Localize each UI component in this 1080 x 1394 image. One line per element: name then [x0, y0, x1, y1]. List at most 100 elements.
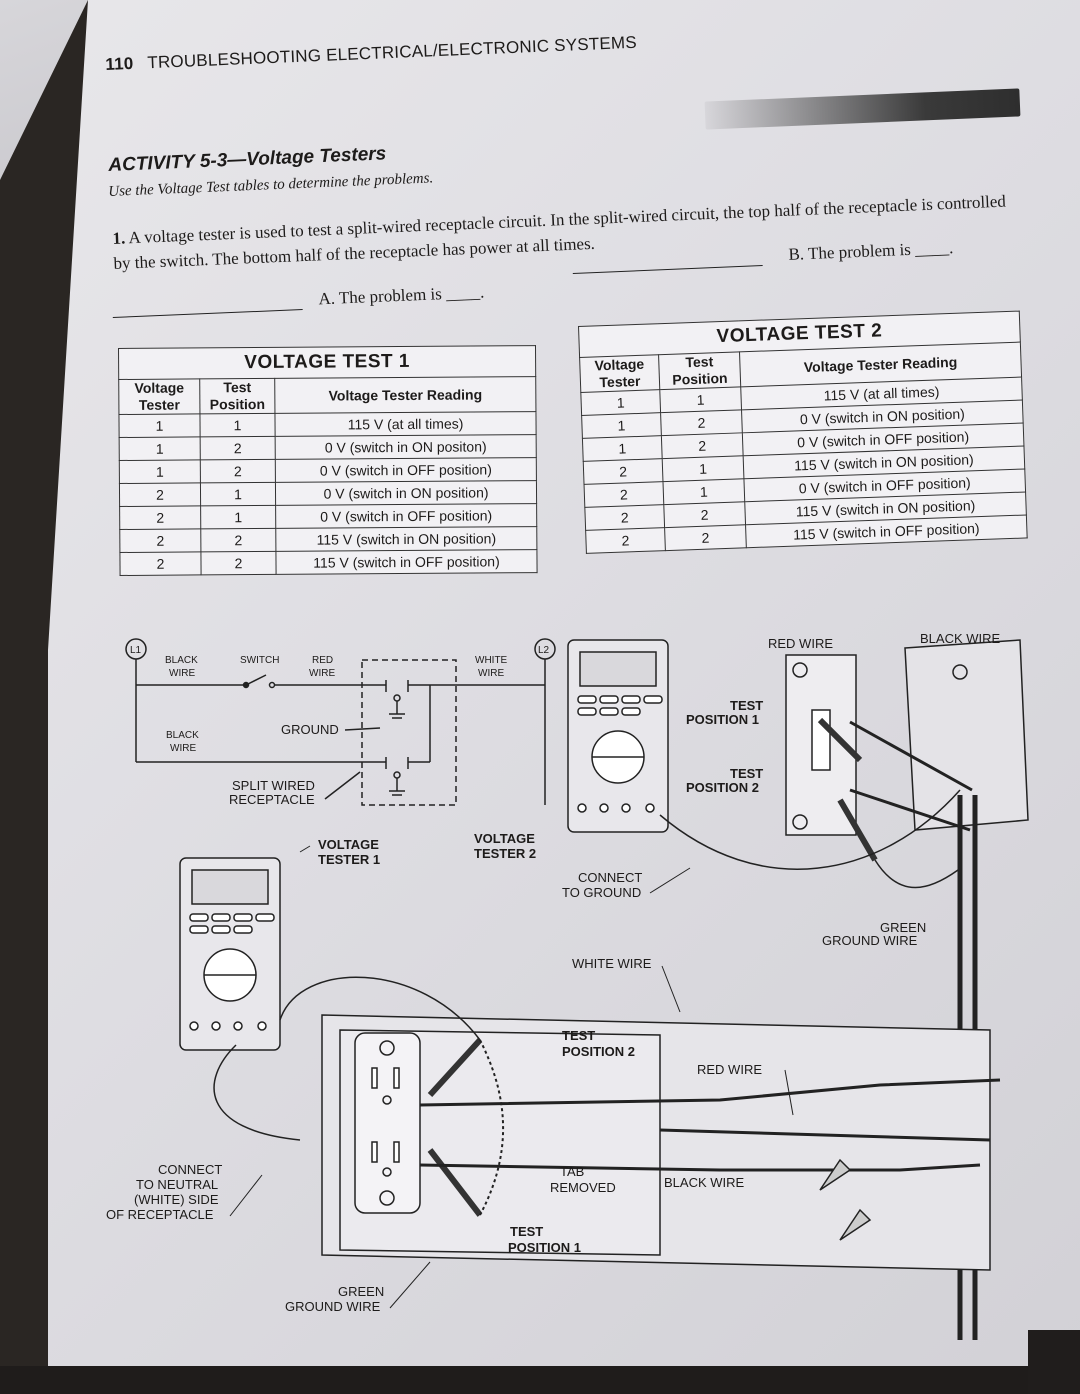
voltage-tester-1-meter: [179, 857, 281, 1051]
l2-label: L2: [538, 645, 550, 656]
white-wire-label: WHITE WIRE: [572, 956, 652, 971]
table-cell: 1: [662, 478, 745, 505]
split-wired-label: SPLIT WIRED: [232, 778, 315, 793]
table-cell: 0 V (switch in ON positon): [275, 434, 537, 460]
split-leader: [324, 771, 361, 800]
black-wire-bottom-label: BLACK: [166, 730, 199, 741]
table-cell: 115 V (switch in OFF position): [275, 549, 538, 575]
tab-removed-label: REMOVED: [550, 1180, 616, 1195]
table-cell: 2: [660, 409, 743, 436]
table-cell: 0 V (switch in OFF position): [275, 503, 537, 529]
green-ground-wire-right-label: GROUND WIRE: [822, 933, 918, 948]
table-cell: 2: [584, 504, 665, 531]
table-cell: 1: [200, 505, 276, 529]
table-cell: 2: [661, 432, 744, 459]
column-header: Voltage Tester: [118, 378, 200, 415]
table-cell: 1: [581, 412, 662, 439]
table-cell: 2: [119, 505, 201, 530]
receptacle-box-dashed: [361, 659, 457, 806]
switch-blade: [245, 674, 267, 686]
table-title: VOLTAGE TEST 1: [118, 345, 536, 380]
question-number: 1.: [112, 228, 126, 248]
test-position-2-bottom-label: POSITION 2: [562, 1044, 635, 1059]
voltage-tester-1-label: VOLTAGE: [318, 837, 379, 852]
table-cell: 2: [585, 527, 666, 554]
ground-pin: [393, 771, 401, 779]
black-wire-bottom-label: WIRE: [170, 743, 196, 754]
test-position-2-top-label: POSITION 2: [686, 780, 759, 795]
table-cell: 1: [200, 482, 276, 506]
voltage-test-1-table: VOLTAGE TEST 1 Voltage Tester Test Posit…: [118, 345, 538, 576]
red-wire-label: RED: [312, 655, 333, 666]
voltage-tester-1-label: TESTER 1: [318, 852, 380, 867]
table-cell: 2: [200, 551, 277, 575]
connect-to-neutral-label: TO NEUTRAL: [136, 1177, 218, 1192]
test-position-1-top-label: POSITION 1: [686, 712, 759, 727]
test-position-1-bottom-label: POSITION 1: [508, 1240, 581, 1255]
connect-to-neutral-label: OF RECEPTACLE: [106, 1207, 214, 1222]
background-corner: [1028, 1330, 1080, 1394]
ground-leader: [344, 727, 381, 731]
table-cell: 2: [200, 459, 276, 483]
voltage-tester-2-label: VOLTAGE: [474, 831, 535, 846]
table-cell: 1: [119, 459, 201, 484]
red-wire-top-label: RED WIRE: [768, 636, 833, 651]
green-ground-wire-right-label: GREEN: [880, 920, 926, 935]
test-position-1-top-label: TEST: [730, 698, 763, 713]
voltage-tester-2-meter: [567, 639, 669, 833]
l1-label: L1: [130, 645, 142, 656]
table-cell: 1: [580, 389, 661, 416]
table-cell: 2: [663, 501, 746, 528]
ground-label: GROUND: [281, 722, 339, 737]
red-wire-label: WIRE: [309, 668, 335, 679]
test-position-1-bottom-label: TEST: [510, 1224, 543, 1239]
column-header: Voltage Tester: [579, 354, 660, 393]
white-wire-label: WHITE: [475, 655, 508, 666]
page-number: 110: [105, 53, 134, 74]
duplex-receptacle: [354, 1032, 421, 1214]
connect-to-neutral-label: (WHITE) SIDE: [134, 1192, 219, 1207]
connect-to-ground-label: CONNECT: [578, 870, 642, 885]
black-wire-label: WIRE: [169, 668, 195, 679]
black-wire-bottom-label: BLACK WIRE: [664, 1175, 745, 1190]
table-cell: 115 V (switch in ON position): [275, 526, 537, 552]
black-wire-label: BLACK: [165, 655, 198, 666]
tab-removed-label: TAB: [560, 1164, 584, 1179]
table-cell: 1: [118, 413, 201, 438]
table-cell: 1: [659, 386, 742, 413]
split-wired-label: RECEPTACLE: [229, 792, 315, 807]
green-ground-wire-bottom-label: GREEN: [338, 1284, 384, 1299]
black-wire-top-label: BLACK WIRE: [920, 631, 1001, 646]
table-cell: 0 V (switch in OFF position): [275, 457, 537, 483]
switch-label: SWITCH: [240, 655, 279, 666]
connect-to-ground-label: TO GROUND: [562, 885, 641, 900]
table-cell: 2: [200, 436, 276, 460]
table-cell: 2: [119, 528, 201, 553]
table-cell: 2: [583, 458, 663, 485]
ground-pin: [393, 694, 401, 702]
connect-to-neutral-label: CONNECT: [158, 1162, 222, 1177]
white-wire-label: WIRE: [478, 668, 504, 679]
receptacle-box: [213, 976, 1001, 1271]
table-cell: 1: [199, 413, 276, 437]
red-wire-bottom-label: RED WIRE: [697, 1062, 762, 1077]
table-cell: 1: [662, 455, 744, 482]
column-header: Test Position: [658, 351, 741, 390]
table-cell: 1: [119, 436, 201, 461]
column-header: Voltage Tester Reading: [274, 376, 536, 414]
diagram-labels: VOLTAGE TESTER 1 VOLTAGE TESTER 2 CONNEC…: [106, 631, 1001, 1314]
voltage-tester-2-label: TESTER 2: [474, 846, 536, 861]
table-cell: 1: [582, 435, 663, 462]
schematic-labels: L1 L2 BLACK WIRE SWITCH RED WIRE WHITE W…: [130, 645, 550, 807]
table-cell: 2: [200, 528, 276, 552]
table-cell: 2: [119, 551, 202, 576]
test-position-2-top-label: TEST: [730, 766, 763, 781]
background-bottom: [0, 1366, 1080, 1394]
wiring-diagram: L1 L2 BLACK WIRE SWITCH RED WIRE WHITE W…: [106, 631, 1029, 1340]
